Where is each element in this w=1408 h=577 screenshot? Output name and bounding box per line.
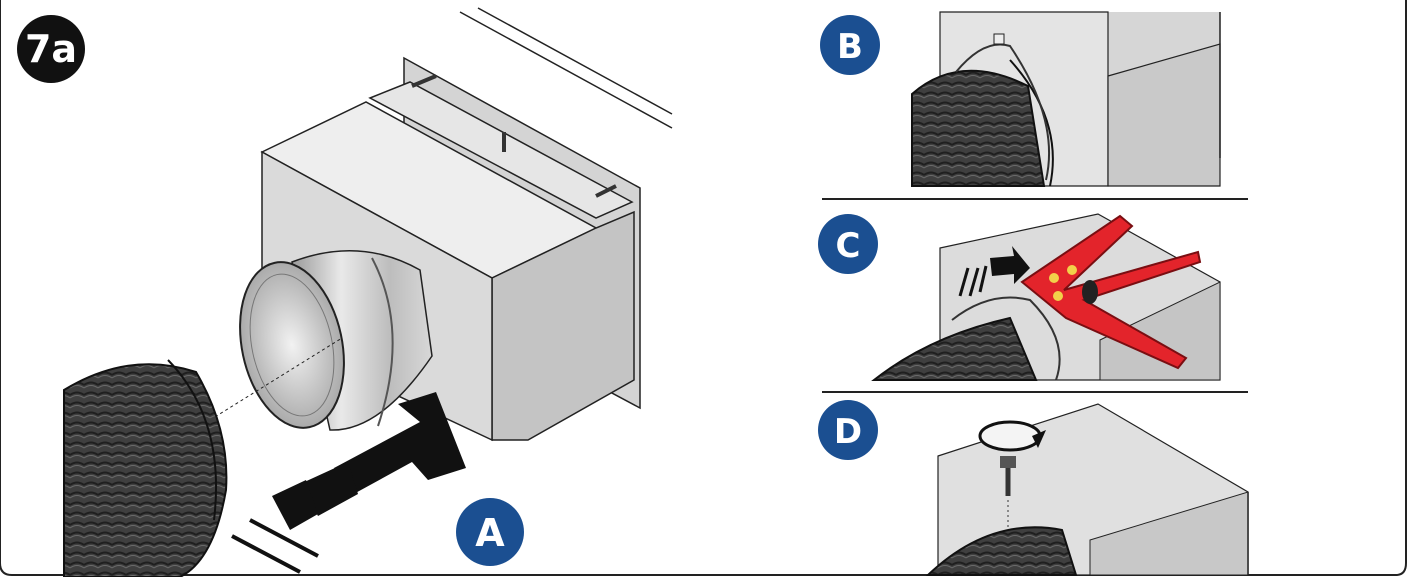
tie-gun-tool-icon — [1020, 214, 1202, 370]
step-label-c: C — [836, 226, 861, 266]
ceiling-line — [459, 11, 673, 129]
flex-duct-icon — [911, 59, 1054, 187]
cable-tie-icon — [955, 33, 1051, 181]
ceiling-line — [477, 7, 673, 115]
duct-sleeve — [239, 250, 433, 431]
figure-id-badge: 7a — [17, 15, 85, 83]
cable-tie-icon — [951, 296, 1061, 381]
screw-icon — [411, 74, 617, 198]
step-badge-b: B — [820, 15, 880, 75]
figure-id-label: 7a — [25, 27, 77, 71]
screw-icon — [1000, 456, 1016, 530]
push-arrow-icon — [958, 246, 1030, 297]
panel-b — [911, 11, 1221, 187]
push-arrow-icon — [231, 392, 466, 574]
flex-duct-icon — [871, 316, 1038, 381]
top-plate — [368, 81, 634, 219]
alignment-line — [209, 337, 343, 421]
rotate-arrow-icon — [978, 420, 1046, 452]
step-badge-d: D — [818, 400, 878, 460]
step-badge-c: C — [818, 214, 878, 274]
flex-duct-icon — [925, 526, 1078, 576]
step-label-b: B — [837, 27, 863, 67]
step-label-d: D — [834, 412, 862, 452]
panel-c — [871, 213, 1221, 381]
step-badge-a: A — [456, 498, 524, 566]
main-scene — [63, 7, 673, 577]
step-label-a: A — [475, 511, 505, 555]
panel-d — [925, 403, 1249, 576]
flex-duct-icon — [63, 359, 228, 577]
